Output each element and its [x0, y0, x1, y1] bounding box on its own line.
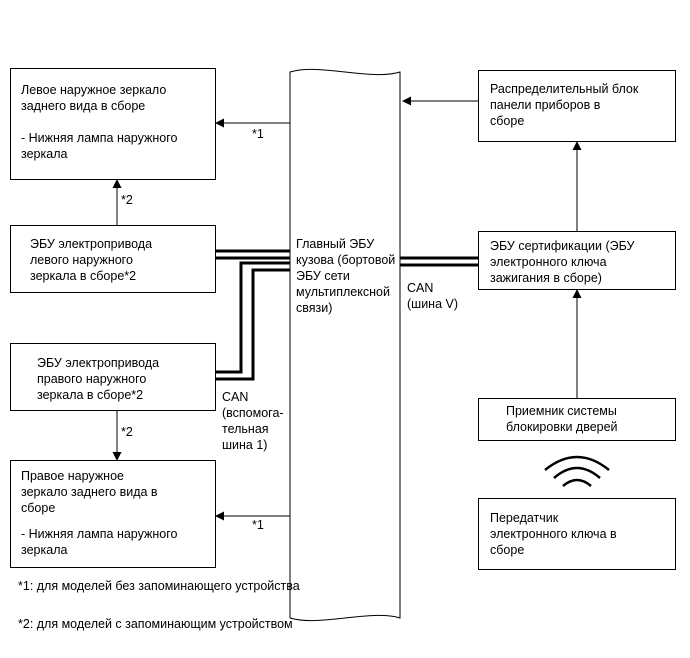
wireless-signal-icon — [544, 455, 610, 487]
door-lock-receiver-title: Приемник системы блокировки дверей — [506, 404, 618, 434]
junction-block-title: Распределительный блок панели приборов в… — [490, 82, 639, 128]
can-aux-bus-left — [216, 249, 290, 260]
junction-block-box — [478, 70, 676, 142]
left-mirror-lamp: - Нижняя лампа наружного зеркала — [21, 131, 178, 161]
main-ecu-outline — [289, 68, 401, 622]
left-mirror-ecu-box — [10, 225, 216, 293]
door-lock-receiver-box — [478, 398, 676, 441]
right-mirror-ecu-title: ЭБУ электропривода правого наружного зер… — [37, 356, 160, 402]
main-body-ecu-title: Главный ЭБУ кузова (бортовой ЭБУ сети му… — [296, 237, 396, 315]
mark1-top: *1 — [252, 127, 264, 141]
can-aux-bus-right — [216, 261, 290, 381]
right-mirror-lamp: - Нижняя лампа наружного зеркала — [21, 527, 178, 557]
can-v-bus — [400, 256, 478, 267]
key-transmitter-box — [478, 498, 676, 570]
footnote-1: *1: для моделей без запоминающего устрой… — [18, 579, 300, 593]
key-transmitter-title: Передатчик электронного ключа в сборе — [490, 511, 617, 557]
mark1-bottom: *1 — [252, 518, 264, 532]
right-mirror-box — [10, 460, 216, 568]
certification-ecu-title: ЭБУ сертификации (ЭБУ электронного ключа… — [490, 239, 635, 285]
left-mirror-title: Левое наружное зеркало заднего вида в сб… — [21, 83, 167, 113]
can-aux-label: CAN (вспомога- тельная шина 1) — [222, 390, 284, 452]
can-v-label: CAN (шина V) — [407, 281, 459, 311]
mark2-top: *2 — [121, 193, 133, 207]
left-mirror-box — [10, 68, 216, 180]
mark2-bottom: *2 — [121, 425, 133, 439]
right-mirror-title: Правое наружное зеркало заднего вида в с… — [21, 469, 158, 515]
footnote-2: *2: для моделей с запоминающим устройств… — [18, 617, 293, 631]
certification-ecu-box — [478, 231, 676, 290]
left-mirror-ecu-title: ЭБУ электропривода левого наружного зерк… — [30, 237, 153, 283]
right-mirror-ecu-box — [10, 343, 216, 411]
